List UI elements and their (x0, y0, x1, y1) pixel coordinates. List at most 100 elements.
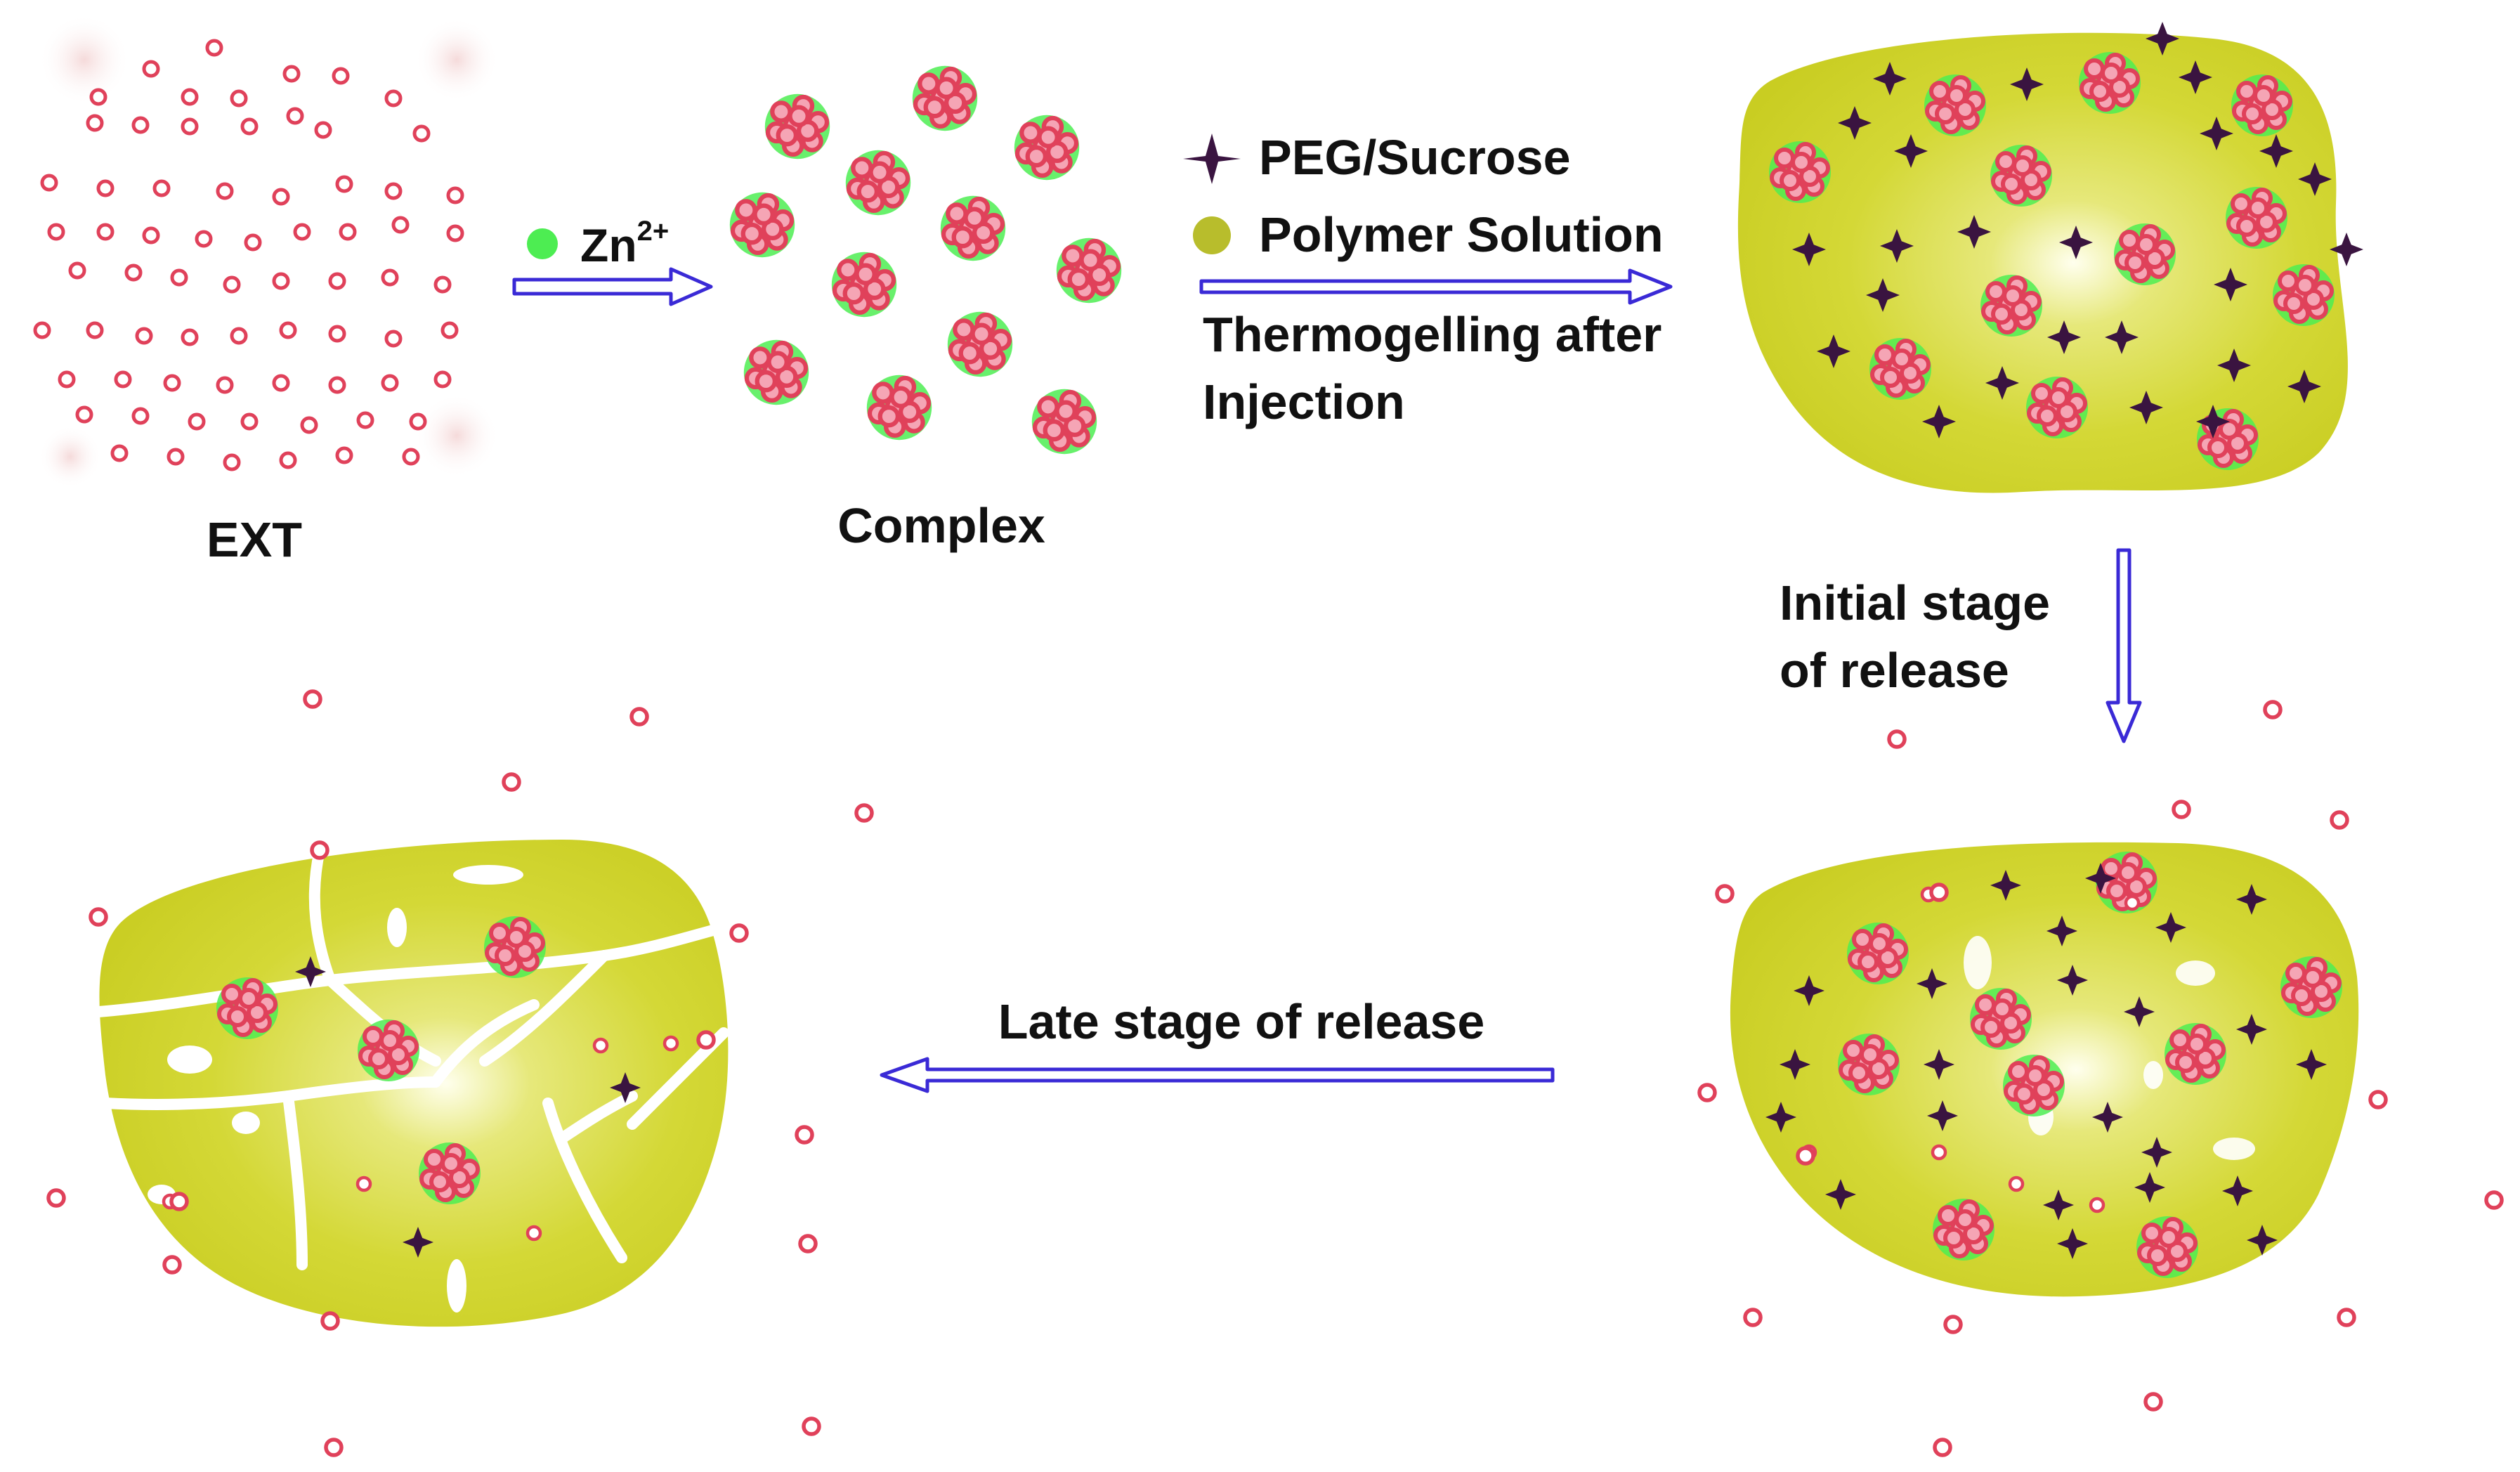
polymer-dot-icon (1193, 216, 1231, 254)
drug-molecule (2242, 103, 2263, 124)
drug-molecule (223, 453, 241, 471)
drug-molecule (142, 226, 160, 245)
peg-sucrose-marker (2330, 233, 2363, 266)
drug-molecule (339, 223, 357, 241)
peg-sucrose-marker (2043, 1190, 2074, 1220)
drug-molecule (2253, 85, 2274, 106)
peg-sucrose-marker (1985, 366, 2019, 400)
drug-molecule (755, 370, 778, 393)
drug-zinc-complex (2280, 956, 2342, 1018)
peg-sucrose-marker (610, 1072, 641, 1103)
drug-molecule (2002, 285, 2023, 306)
erosion-hole (2176, 960, 2215, 986)
drug-molecule (272, 188, 290, 206)
drug-molecule (1980, 1017, 2002, 1038)
drug-molecule (328, 325, 346, 343)
peg-sucrose-marker (2296, 1049, 2327, 1080)
blur-blob (39, 14, 130, 105)
drug-molecule (47, 223, 65, 241)
drug-molecule (1946, 85, 1967, 106)
drug-molecule (162, 1255, 182, 1275)
zinc-icon (527, 228, 558, 259)
drug-molecule (923, 96, 946, 119)
peg-sucrose-marker (2059, 226, 2093, 259)
peg-sucrose-marker (1957, 215, 1991, 249)
drug-molecule (662, 1035, 679, 1052)
drug-molecule (75, 405, 93, 424)
drug-molecule (1858, 951, 1879, 972)
drug-molecule (163, 374, 181, 392)
gel-crack (479, 950, 610, 1067)
drug-molecule (429, 1171, 450, 1192)
drug-molecule (409, 412, 427, 431)
arrow-down-initial (2106, 548, 2142, 743)
drug-zinc-complex (2114, 223, 2176, 285)
drug-molecule (2136, 234, 2157, 255)
drug-molecule (188, 412, 206, 431)
drug-molecule (2008, 1175, 2025, 1192)
drug-molecule (216, 376, 234, 394)
drug-molecule (1067, 268, 1090, 291)
drug-molecule (1887, 729, 1907, 749)
drug-molecule (2291, 985, 2312, 1006)
drug-zinc-complex (866, 374, 932, 441)
drug-zinc-complex (2231, 74, 2293, 136)
blur-blob (39, 425, 102, 488)
drug-molecule (1931, 1144, 1947, 1161)
drug-zinc-complex (1769, 141, 1831, 203)
drug-molecule (272, 374, 290, 392)
drug-zinc-complex (1990, 145, 2052, 207)
drug-molecule (1848, 1062, 1869, 1083)
peg-sucrose-marker (2236, 1014, 2267, 1045)
gel2-contents (1765, 852, 2342, 1278)
drug-molecule (335, 175, 353, 193)
erosion-hole (2143, 1061, 2163, 1089)
drug-molecule (2013, 1083, 2035, 1105)
peg-sucrose-marker (2236, 884, 2267, 915)
drug-molecule (2124, 252, 2146, 273)
ext-group: EXT (33, 14, 499, 567)
drug-molecule (740, 222, 764, 245)
drug-molecule (1025, 145, 1048, 168)
drug-molecule (384, 330, 403, 348)
drug-molecule (2037, 405, 2058, 426)
drug-zinc-complex (1970, 988, 2032, 1050)
drug-zinc-complex (2026, 377, 2088, 438)
drug-molecule (124, 263, 143, 282)
drug-molecule (788, 105, 810, 128)
peg-sucrose-marker (2057, 1228, 2088, 1259)
drug-zinc-complex (419, 1142, 481, 1204)
drug-molecule (86, 321, 104, 339)
drug-molecule (170, 268, 188, 287)
drug-zinc-complex (1838, 1034, 1900, 1095)
drug-molecule (216, 182, 234, 200)
drug-molecule (314, 121, 332, 139)
peg-sucrose-marker (2134, 1172, 2165, 1203)
peg-sucrose-marker (2047, 320, 2081, 354)
complex-group: Complex (729, 65, 1122, 553)
drug-molecule (2236, 216, 2257, 237)
drug-molecule (868, 161, 891, 184)
drug-zinc-complex (2165, 1023, 2226, 1085)
drug-molecule (181, 328, 199, 346)
drug-molecule (1791, 152, 1812, 173)
drug-molecule (766, 351, 789, 374)
erosion-hole (387, 908, 407, 947)
gel-crack (282, 1090, 308, 1270)
gel-initial-release (1730, 842, 2359, 1297)
drug-molecule (379, 1030, 400, 1051)
drug-molecule (86, 114, 104, 132)
gel-late-release (93, 840, 729, 1327)
drug-molecule (131, 116, 150, 134)
drug-molecule (167, 448, 185, 466)
drug-zinc-complex (1924, 74, 1986, 136)
drug-molecule (696, 1030, 716, 1050)
drug-zinc-complex (831, 252, 897, 318)
drug-molecule (381, 268, 399, 287)
drug-zinc-complex (2079, 52, 2141, 114)
drug-molecule (293, 223, 311, 241)
drug-molecule (279, 321, 297, 339)
drug-zinc-complex (2197, 408, 2259, 470)
drug-molecule (33, 321, 51, 339)
drug-molecule (356, 411, 374, 429)
